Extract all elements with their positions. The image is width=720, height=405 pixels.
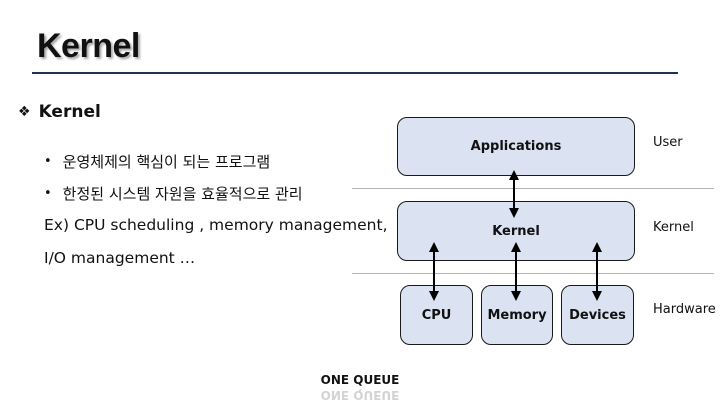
applications-box: Applications	[397, 117, 635, 176]
example-line-2: I/O management …	[44, 249, 196, 267]
cpu-box: CPU	[400, 285, 473, 345]
devices-label: Devices	[569, 307, 626, 323]
example-line-1: Ex) CPU scheduling , memory management,	[44, 216, 388, 234]
diamond-bullet-icon: ❖	[18, 104, 31, 120]
applications-label: Applications	[470, 139, 562, 154]
cpu-label: CPU	[421, 307, 452, 323]
layer-divider-kernel-hardware	[352, 273, 714, 274]
layer-label-hardware: Hardware	[653, 302, 716, 317]
bullet-text-2: 한정된 시스템 자원을 효율적으로 관리	[62, 185, 303, 203]
section-heading: ❖ Kernel	[18, 102, 101, 122]
kernel-label: Kernel	[492, 223, 540, 239]
memory-label: Memory	[487, 307, 547, 323]
layer-label-user: User	[653, 135, 683, 150]
layer-label-kernel: Kernel	[653, 220, 694, 235]
footer-logo-reflection: ONE QUEUE	[320, 388, 400, 402]
bullet-text-1: 운영체제의 핵심이 되는 프로그램	[62, 153, 271, 171]
bullet-dot-icon: •	[44, 154, 52, 169]
footer-logo-text: ONE QUEUE	[320, 373, 400, 387]
slide-title: Kernel	[37, 27, 140, 65]
bullet-item-2: • 한정된 시스템 자원을 효율적으로 관리	[44, 183, 303, 204]
section-heading-text: Kernel	[38, 102, 101, 122]
bullet-dot-icon: •	[44, 186, 52, 201]
title-underline	[32, 72, 678, 74]
bullet-item-1: • 운영체제의 핵심이 되는 프로그램	[44, 151, 270, 172]
layer-divider-user-kernel	[352, 188, 714, 189]
